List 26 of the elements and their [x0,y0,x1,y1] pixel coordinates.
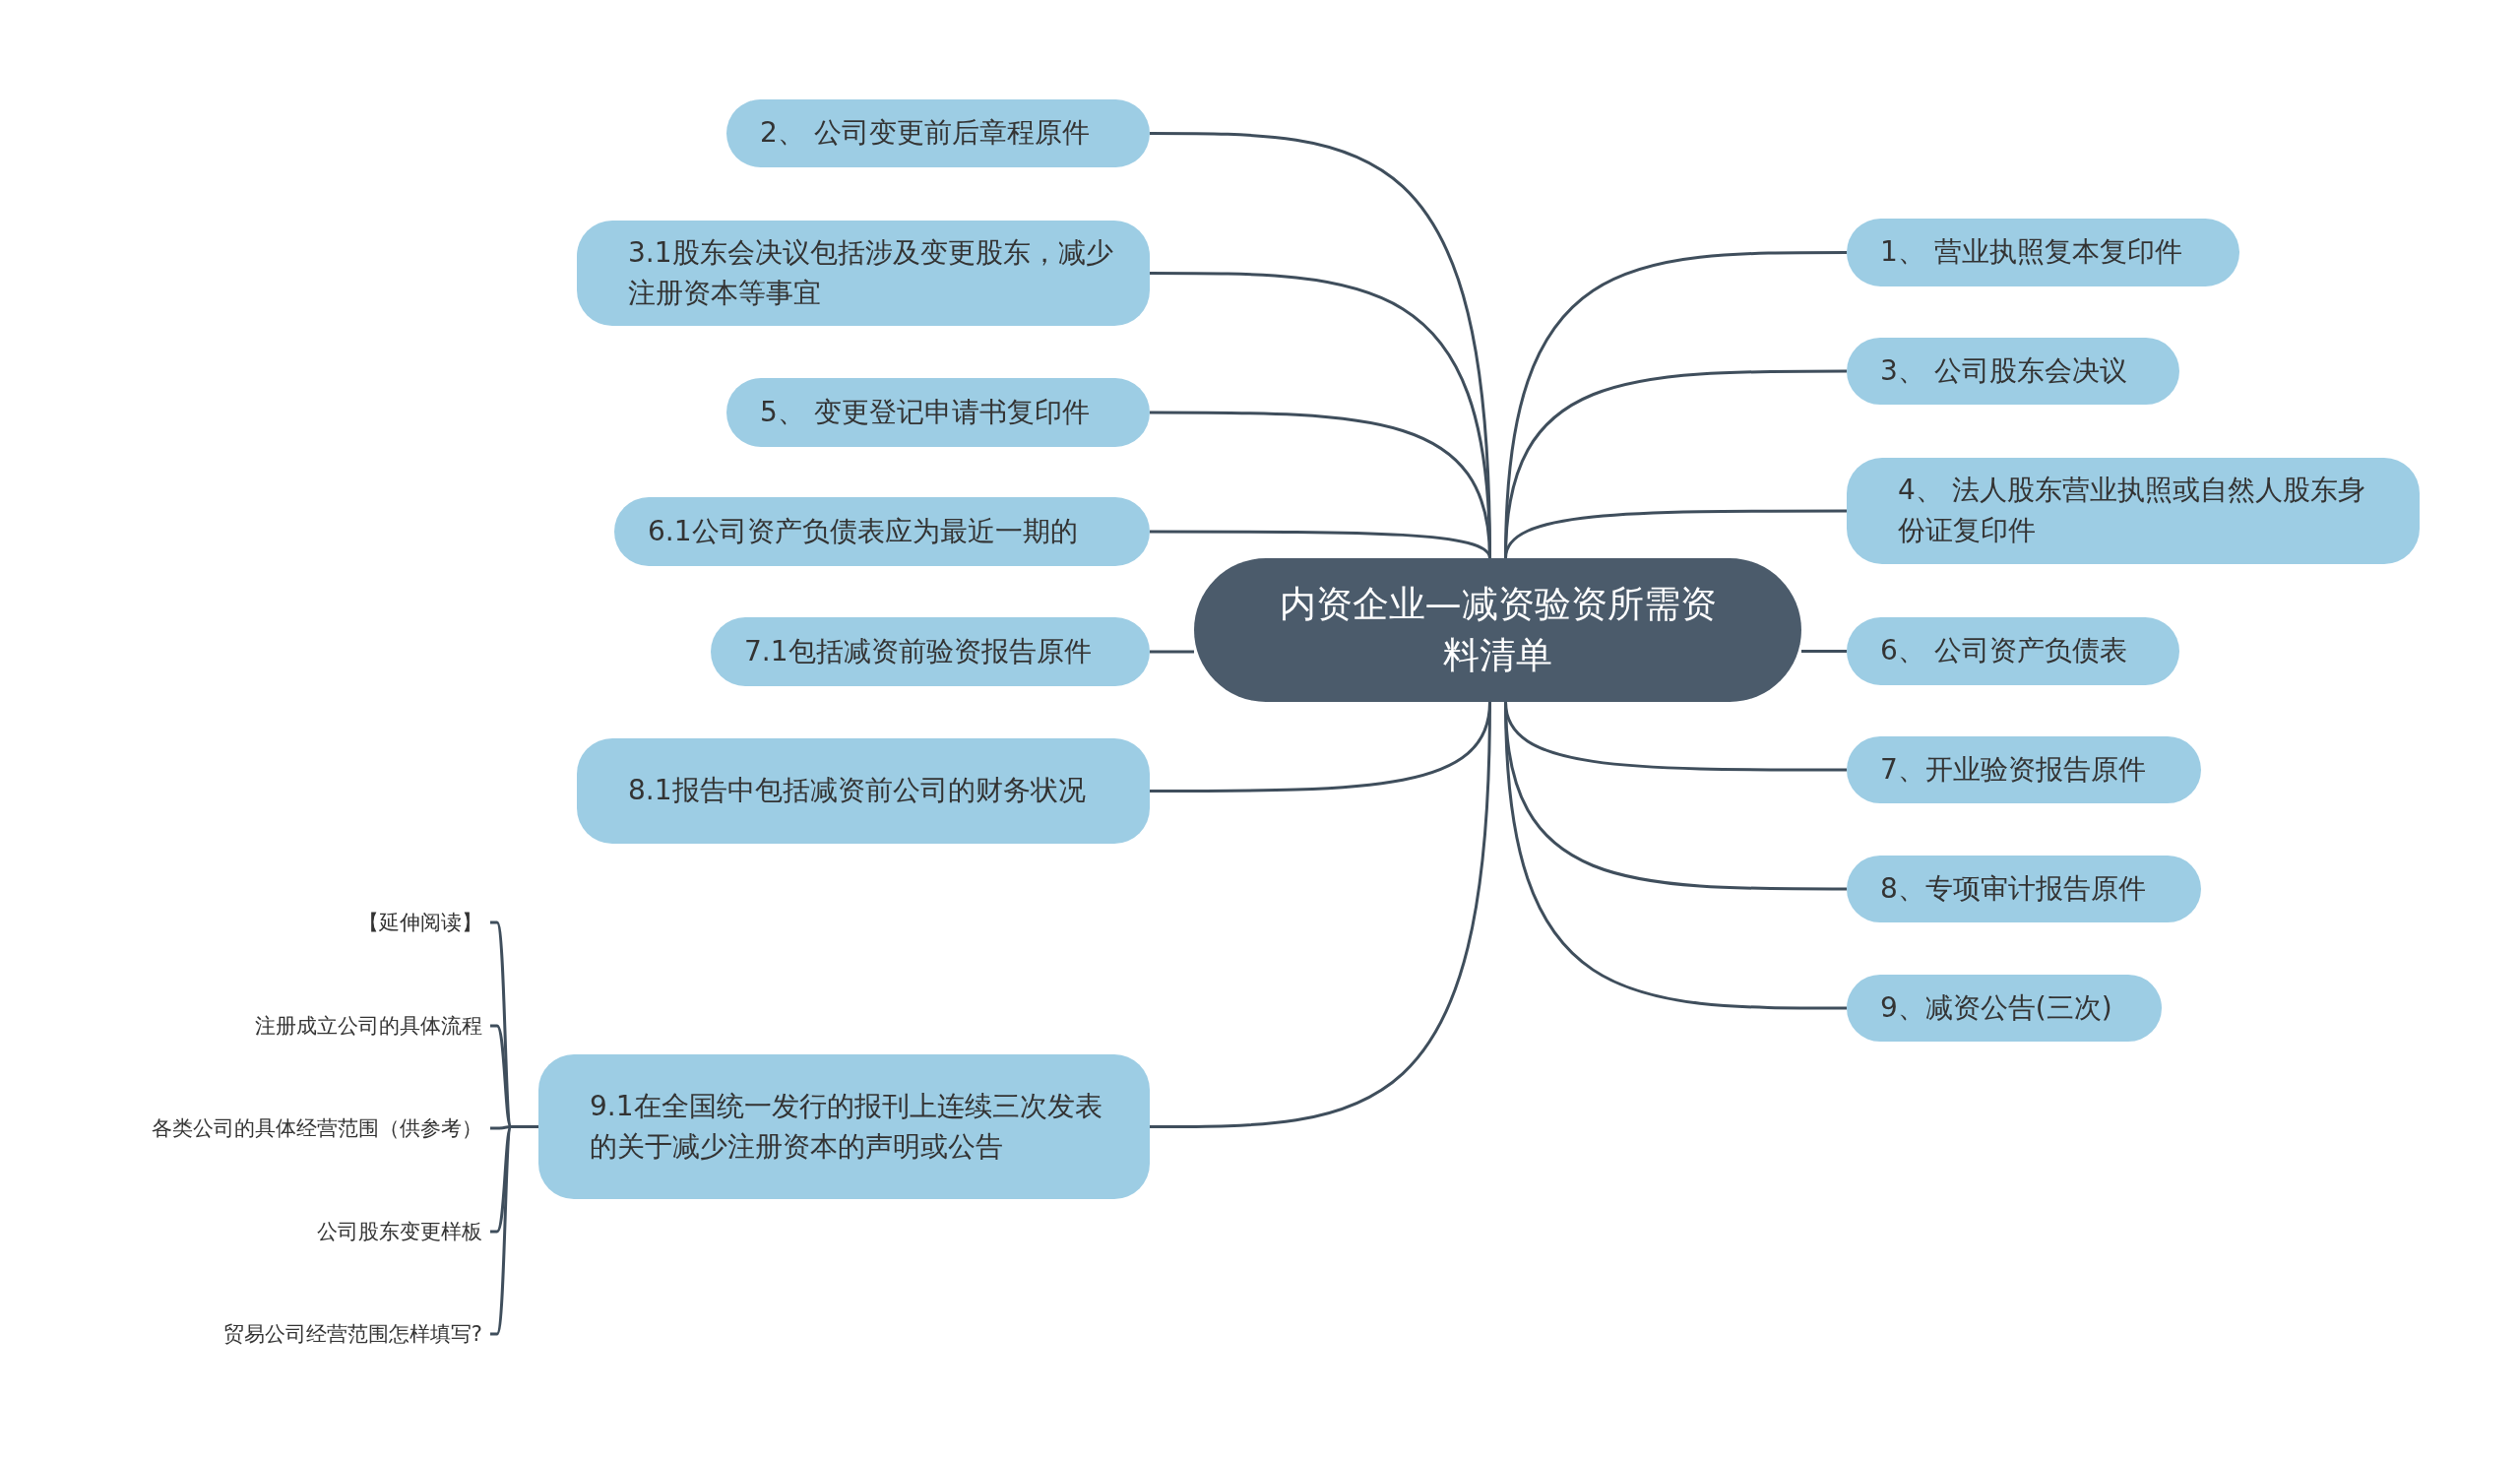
link-text: 公司股东变更样板 [98,1215,482,1248]
topic-box: 1、 营业执照复本复印件 [1847,219,2239,286]
topic-box: 8.1报告中包括减资前公司的财务状况 [577,738,1150,844]
central-topic: 内资企业—减资验资所需资料清单 [1194,558,1801,702]
topic-box: 6.1公司资产负债表应为最近一期的 [614,497,1150,566]
topic-box: 7.1包括减资前验资报告原件 [711,617,1150,686]
link-text: 贸易公司经营范围怎样填写? [98,1317,482,1351]
topic-box: 8、专项审计报告原件 [1847,856,2201,922]
connector-line [1504,701,1847,1010]
topic-box: 2、 公司变更前后章程原件 [726,99,1150,167]
topic-box: 3.1股东会决议包括涉及变更股东，减少注册资本等事宜 [577,221,1150,326]
connector-line [1504,509,1847,559]
connector-line [1801,650,1847,653]
link-text: 各类公司的具体经营范围（供参考） [59,1111,482,1145]
topic-box: 5、 变更登记申请书复印件 [726,378,1150,447]
connector-line [1150,530,1491,559]
topic-box: 9、减资公告(三次) [1847,975,2162,1042]
link-text: 注册成立公司的具体流程 [98,1009,482,1043]
topic-box: 7、开业验资报告原件 [1847,736,2201,803]
connector-line [1150,650,1194,654]
topic-box: 9.1在全国统一发行的报刊上连续三次发表的关于减少注册资本的声明或公告 [538,1054,1150,1199]
topic-box: 6、 公司资产负债表 [1847,617,2179,685]
connector-line [1150,701,1491,1128]
topic-box: 3、 公司股东会决议 [1847,338,2179,405]
link-text: 【延伸阅读】 [197,906,482,939]
topic-box: 4、 法人股东营业执照或自然人股东身份证复印件 [1847,458,2420,564]
